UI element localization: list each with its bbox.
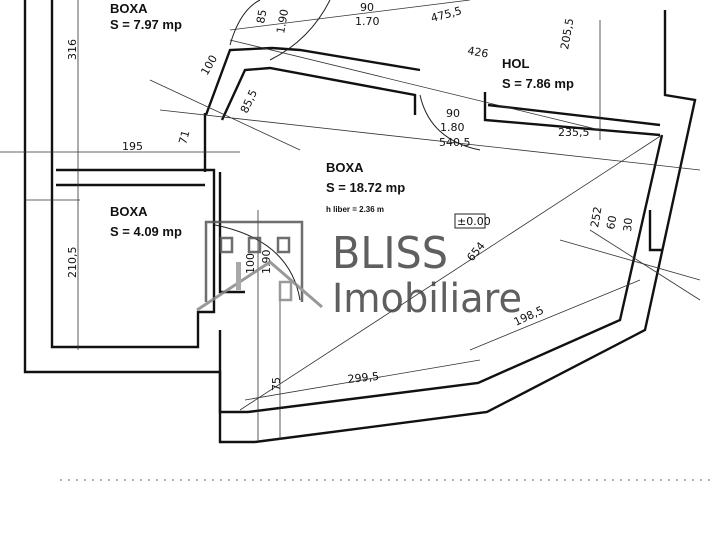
room-name: HOL	[502, 56, 530, 71]
dimension-label: 252	[588, 206, 604, 229]
room-area: S = 4.09 mp	[110, 224, 182, 239]
room-height-note: h liber = 2.36 m	[326, 205, 384, 214]
door-arcs	[214, 0, 481, 301]
room-name: BOXA	[110, 204, 148, 219]
dimension-label: 1.70	[355, 15, 380, 28]
dimension-label: 100	[244, 253, 257, 274]
room-area: S = 7.86 mp	[502, 76, 574, 91]
watermark-text-imobiliare: Imobiliare	[332, 276, 522, 322]
dimension-label: 299,5	[347, 370, 380, 386]
room-labels: BOXA S = 7.97 mp HOL S = 7.86 mp BOXA S …	[110, 1, 574, 239]
level-mark: ±0.00	[454, 213, 491, 229]
walls	[23, 0, 697, 444]
dimension-label: 205,5	[558, 17, 576, 50]
room-name: BOXA	[110, 1, 148, 16]
dimension-label: 71	[176, 129, 192, 146]
dimension-label: 654	[464, 239, 487, 263]
dimension-label: 1.80	[440, 121, 465, 134]
watermark-text-bliss: BLISS	[332, 228, 448, 279]
dimension-label: 75	[270, 377, 283, 391]
dimension-label: 90	[446, 107, 460, 120]
dimension-label: 30	[621, 217, 635, 232]
dimension-label: 235,5	[558, 126, 590, 139]
room-area: S = 18.72 mp	[326, 180, 405, 195]
dimension-label: 540,5	[439, 136, 471, 149]
watermark-logo: BLISS Imobiliare	[196, 220, 522, 322]
dimension-label: 90	[360, 1, 374, 14]
dimension-label: 1.90	[274, 8, 291, 34]
dimension-label: 60	[604, 214, 619, 230]
room-name: BOXA	[326, 160, 364, 175]
room-area: S = 7.97 mp	[110, 17, 182, 32]
dimension-label: 195	[122, 140, 143, 153]
level-mark-label: ±0.00	[457, 215, 491, 228]
dimension-label: 316	[66, 39, 79, 60]
dimension-label: 475,5	[429, 4, 463, 25]
dimension-label: 426	[466, 44, 489, 60]
dimension-lines	[0, 0, 712, 481]
dimension-label: 85,5	[238, 88, 260, 116]
dimension-label: 100	[198, 53, 220, 78]
dimension-label: 85	[254, 8, 269, 24]
dimension-label: 210,5	[66, 247, 79, 279]
